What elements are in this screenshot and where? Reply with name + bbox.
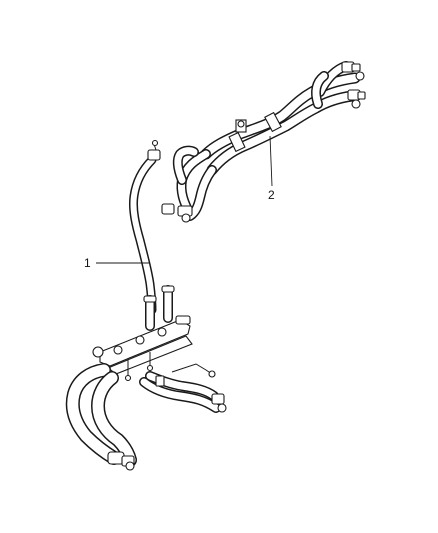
callout-1-label: 1 [84, 256, 91, 270]
callout-2-label: 2 [268, 188, 275, 202]
connector-clip [341, 61, 366, 109]
callout-1: 1 [84, 256, 150, 270]
mounting-bracket [235, 119, 247, 133]
part-2-heater-hose-upper [161, 61, 366, 223]
part-1-heater-hose-lower [65, 139, 227, 471]
hose-end-clamp [107, 451, 135, 471]
coolant-manifold [92, 315, 193, 382]
callout-2: 2 [268, 135, 275, 202]
tube-top-clip [147, 139, 161, 161]
branch-end-clamp [211, 393, 227, 413]
hose-clamp [161, 203, 193, 223]
